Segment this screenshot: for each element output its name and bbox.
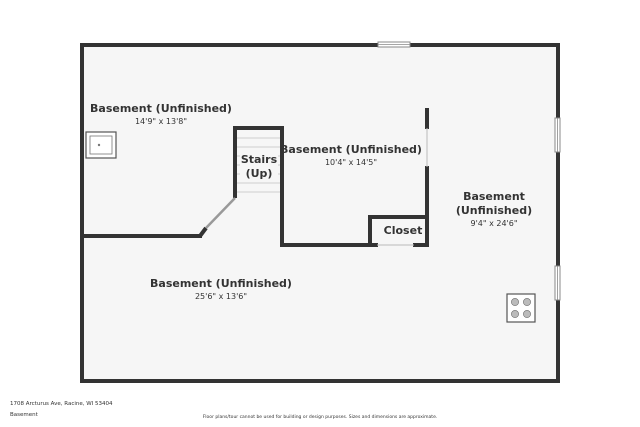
angled-wall xyxy=(198,226,208,238)
stairs-label-bg xyxy=(240,151,278,182)
room-dims-south: 25'6" x 13'6" xyxy=(195,292,247,301)
window-icon xyxy=(554,117,561,153)
closet-label: Closet xyxy=(384,224,423,237)
closet-wall xyxy=(368,215,429,247)
floor-area xyxy=(82,45,558,381)
room-name-east-line1: Basement xyxy=(463,190,525,203)
cooktop-icon xyxy=(506,293,536,323)
room-dims-east: 9'4" x 24'6" xyxy=(470,219,517,228)
room-name-south: Basement (Unfinished) xyxy=(150,277,292,290)
disclaimer: Floor plans/tour cannot be used for buil… xyxy=(202,415,438,420)
window-icon xyxy=(377,41,411,48)
walls xyxy=(80,43,560,383)
room-name-east-line2: (Unfinished) xyxy=(456,204,532,217)
outer-wall xyxy=(80,43,560,383)
window-icon xyxy=(554,265,561,301)
sink-icon xyxy=(85,131,117,159)
room-dims-northwest: 14'9" x 13'8" xyxy=(135,117,187,126)
room-name-northwest: Basement (Unfinished) xyxy=(90,102,232,115)
room-name-center: Basement (Unfinished) xyxy=(280,143,422,156)
door-opening-angled xyxy=(205,197,236,229)
room-dims-center: 10'4" x 14'5" xyxy=(325,158,377,167)
property-address: 1708 Arcturus Ave, Racine, WI 53404 xyxy=(10,401,113,407)
stairs-label-line1: Stairs xyxy=(241,153,278,166)
stairs-label-line2: (Up) xyxy=(246,167,273,180)
stair-wall xyxy=(233,126,378,247)
floor-level: Basement xyxy=(10,412,38,418)
